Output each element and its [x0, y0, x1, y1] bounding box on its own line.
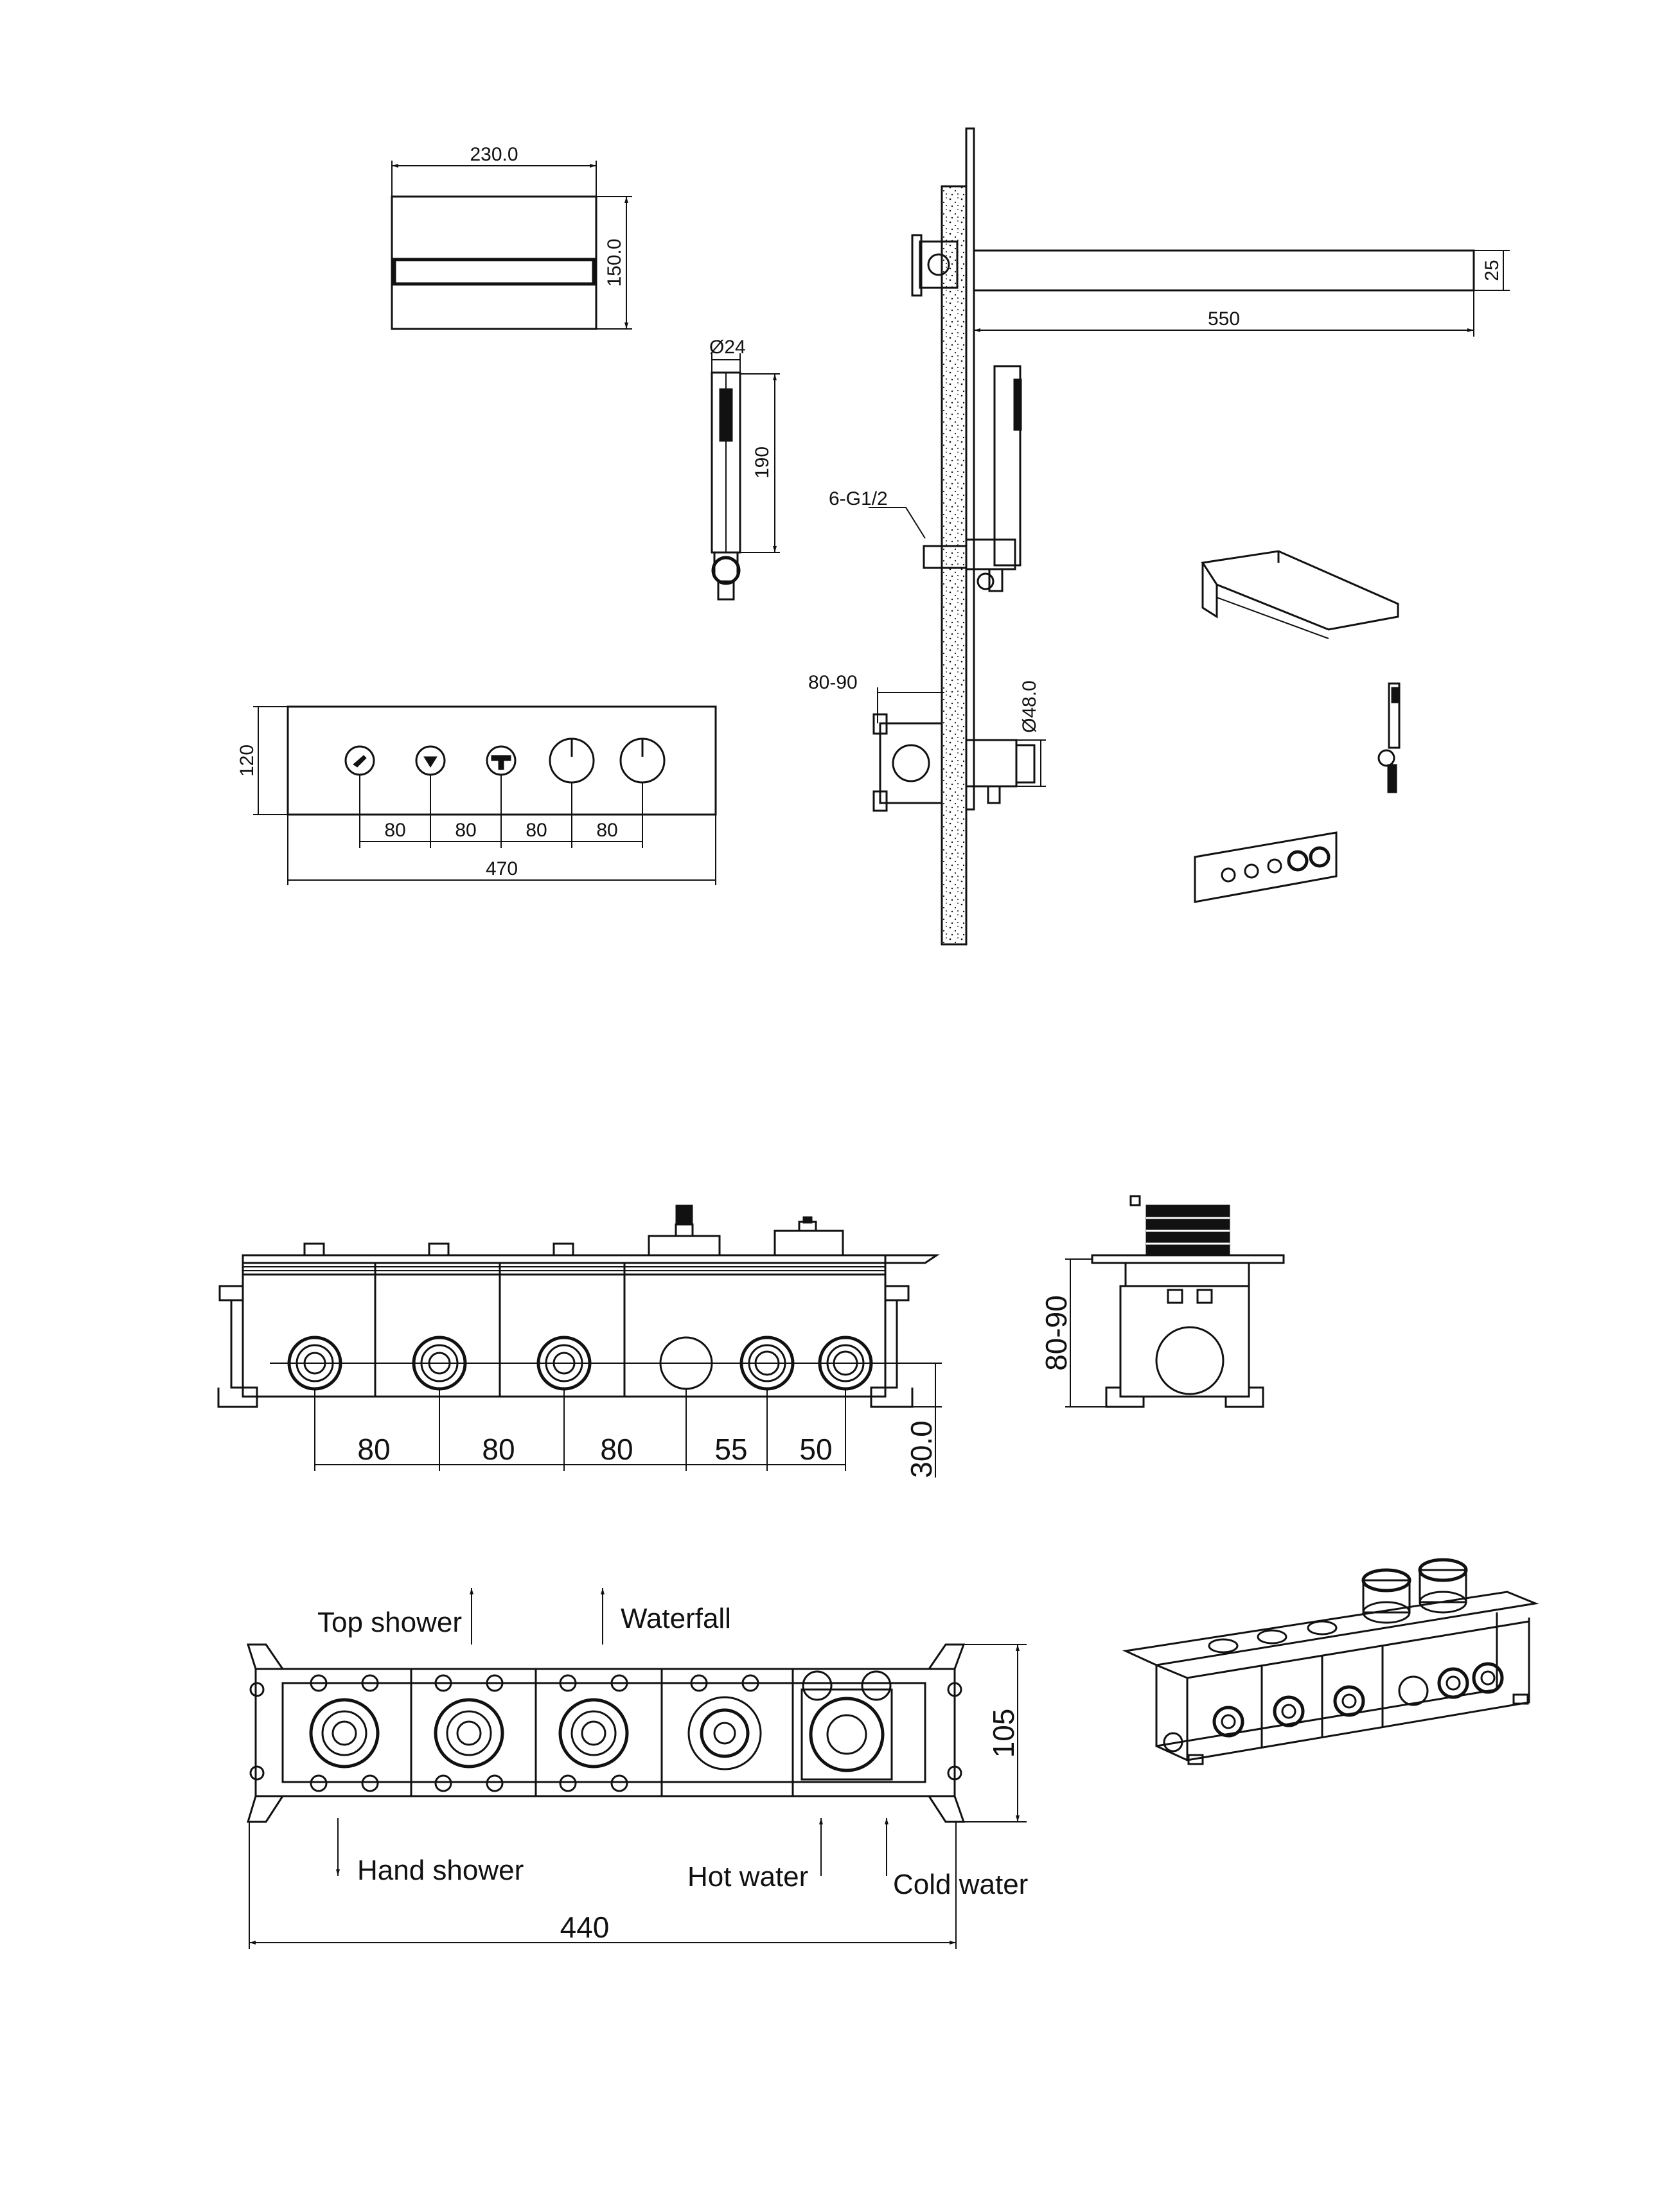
panel-spacing-1: 80	[384, 820, 405, 841]
iso-knob-temperature	[1418, 1558, 1468, 1614]
panel-button-top-shower	[344, 745, 375, 776]
side-depth-label: 80-90	[1039, 1295, 1073, 1371]
hand-shower-view: Ø24 190	[709, 337, 780, 601]
front-spacing-3: 80	[600, 1433, 633, 1466]
iso-port-6	[1472, 1662, 1504, 1694]
front-spacing-4: 55	[714, 1433, 747, 1466]
valve-side-view: 80-90	[1039, 1195, 1285, 1408]
spout-length-label: 550	[1208, 308, 1240, 330]
back-port-waterfall	[434, 1674, 504, 1792]
wall-section	[941, 185, 968, 946]
isometric-control-panel	[1194, 831, 1338, 903]
panel-total-width: 470	[486, 858, 518, 879]
iso-port-4	[1398, 1675, 1429, 1706]
panel-height-label: 120	[236, 745, 258, 777]
panel-spacing-3: 80	[526, 820, 547, 841]
iso-port-1	[1212, 1706, 1244, 1738]
iso-port-5	[1437, 1667, 1469, 1699]
front-spacing-1: 80	[357, 1433, 390, 1466]
back-height-label: 105	[987, 1709, 1020, 1758]
spout-body	[973, 249, 1475, 292]
label-cold-water: Cold water	[893, 1869, 1028, 1900]
cover-plate-height-label: 150.0	[604, 238, 625, 287]
front-spacing-2: 80	[482, 1433, 515, 1466]
hand-shower-length-label: 190	[752, 446, 773, 479]
panel-button-waterfall	[415, 745, 446, 776]
label-top-shower: Top shower	[317, 1607, 462, 1638]
cover-plate-slot	[393, 258, 596, 286]
cover-plate-outline	[391, 195, 597, 330]
back-port-thermostat	[687, 1674, 762, 1770]
isometric-hand-shower	[1377, 682, 1401, 793]
valve-front-view: 80 80 80 55 50 30.0	[217, 1204, 942, 1478]
label-hot-water: Hot water	[687, 1861, 808, 1893]
cover-plate-view: 230.0 150.0	[391, 144, 632, 330]
valve-back-view: Top shower Waterfall Hand shower Hot wat…	[246, 1588, 1028, 1949]
wall-section-view: 550 25 6-G1/2 80-90 Ø48.0	[808, 127, 1510, 946]
back-port-top-shower	[309, 1674, 380, 1792]
hand-shower-diameter-label: Ø24	[709, 337, 746, 358]
isometric-valve-box	[1122, 1558, 1539, 1765]
iso-port-3	[1333, 1685, 1365, 1717]
iso-knob-volume	[1361, 1568, 1411, 1624]
back-width-label: 440	[560, 1910, 610, 1944]
panel-button-hand-shower	[486, 745, 517, 776]
spout-height-label: 25	[1481, 260, 1503, 281]
label-waterfall: Waterfall	[621, 1603, 731, 1634]
isometric-spout	[1201, 550, 1399, 639]
wall-depth-label: 80-90	[808, 672, 858, 693]
front-depth-offset-label: 30.0	[905, 1420, 938, 1478]
back-port-hand-shower	[558, 1674, 629, 1792]
front-spacing-5: 50	[799, 1433, 832, 1466]
iso-port-2	[1273, 1695, 1305, 1727]
thread-label: 6-G1/2	[829, 488, 888, 509]
outlet-diameter-label: Ø48.0	[1019, 680, 1040, 733]
back-port-mixer	[800, 1670, 893, 1781]
cover-plate-width-label: 230.0	[470, 144, 518, 165]
control-panel-view: 80 80 80 80 470 120	[236, 705, 717, 885]
panel-spacing-4: 80	[596, 820, 617, 841]
panel-spacing-2: 80	[455, 820, 476, 841]
valve-back-outline	[254, 1668, 956, 1797]
label-hand-shower: Hand shower	[357, 1855, 524, 1886]
